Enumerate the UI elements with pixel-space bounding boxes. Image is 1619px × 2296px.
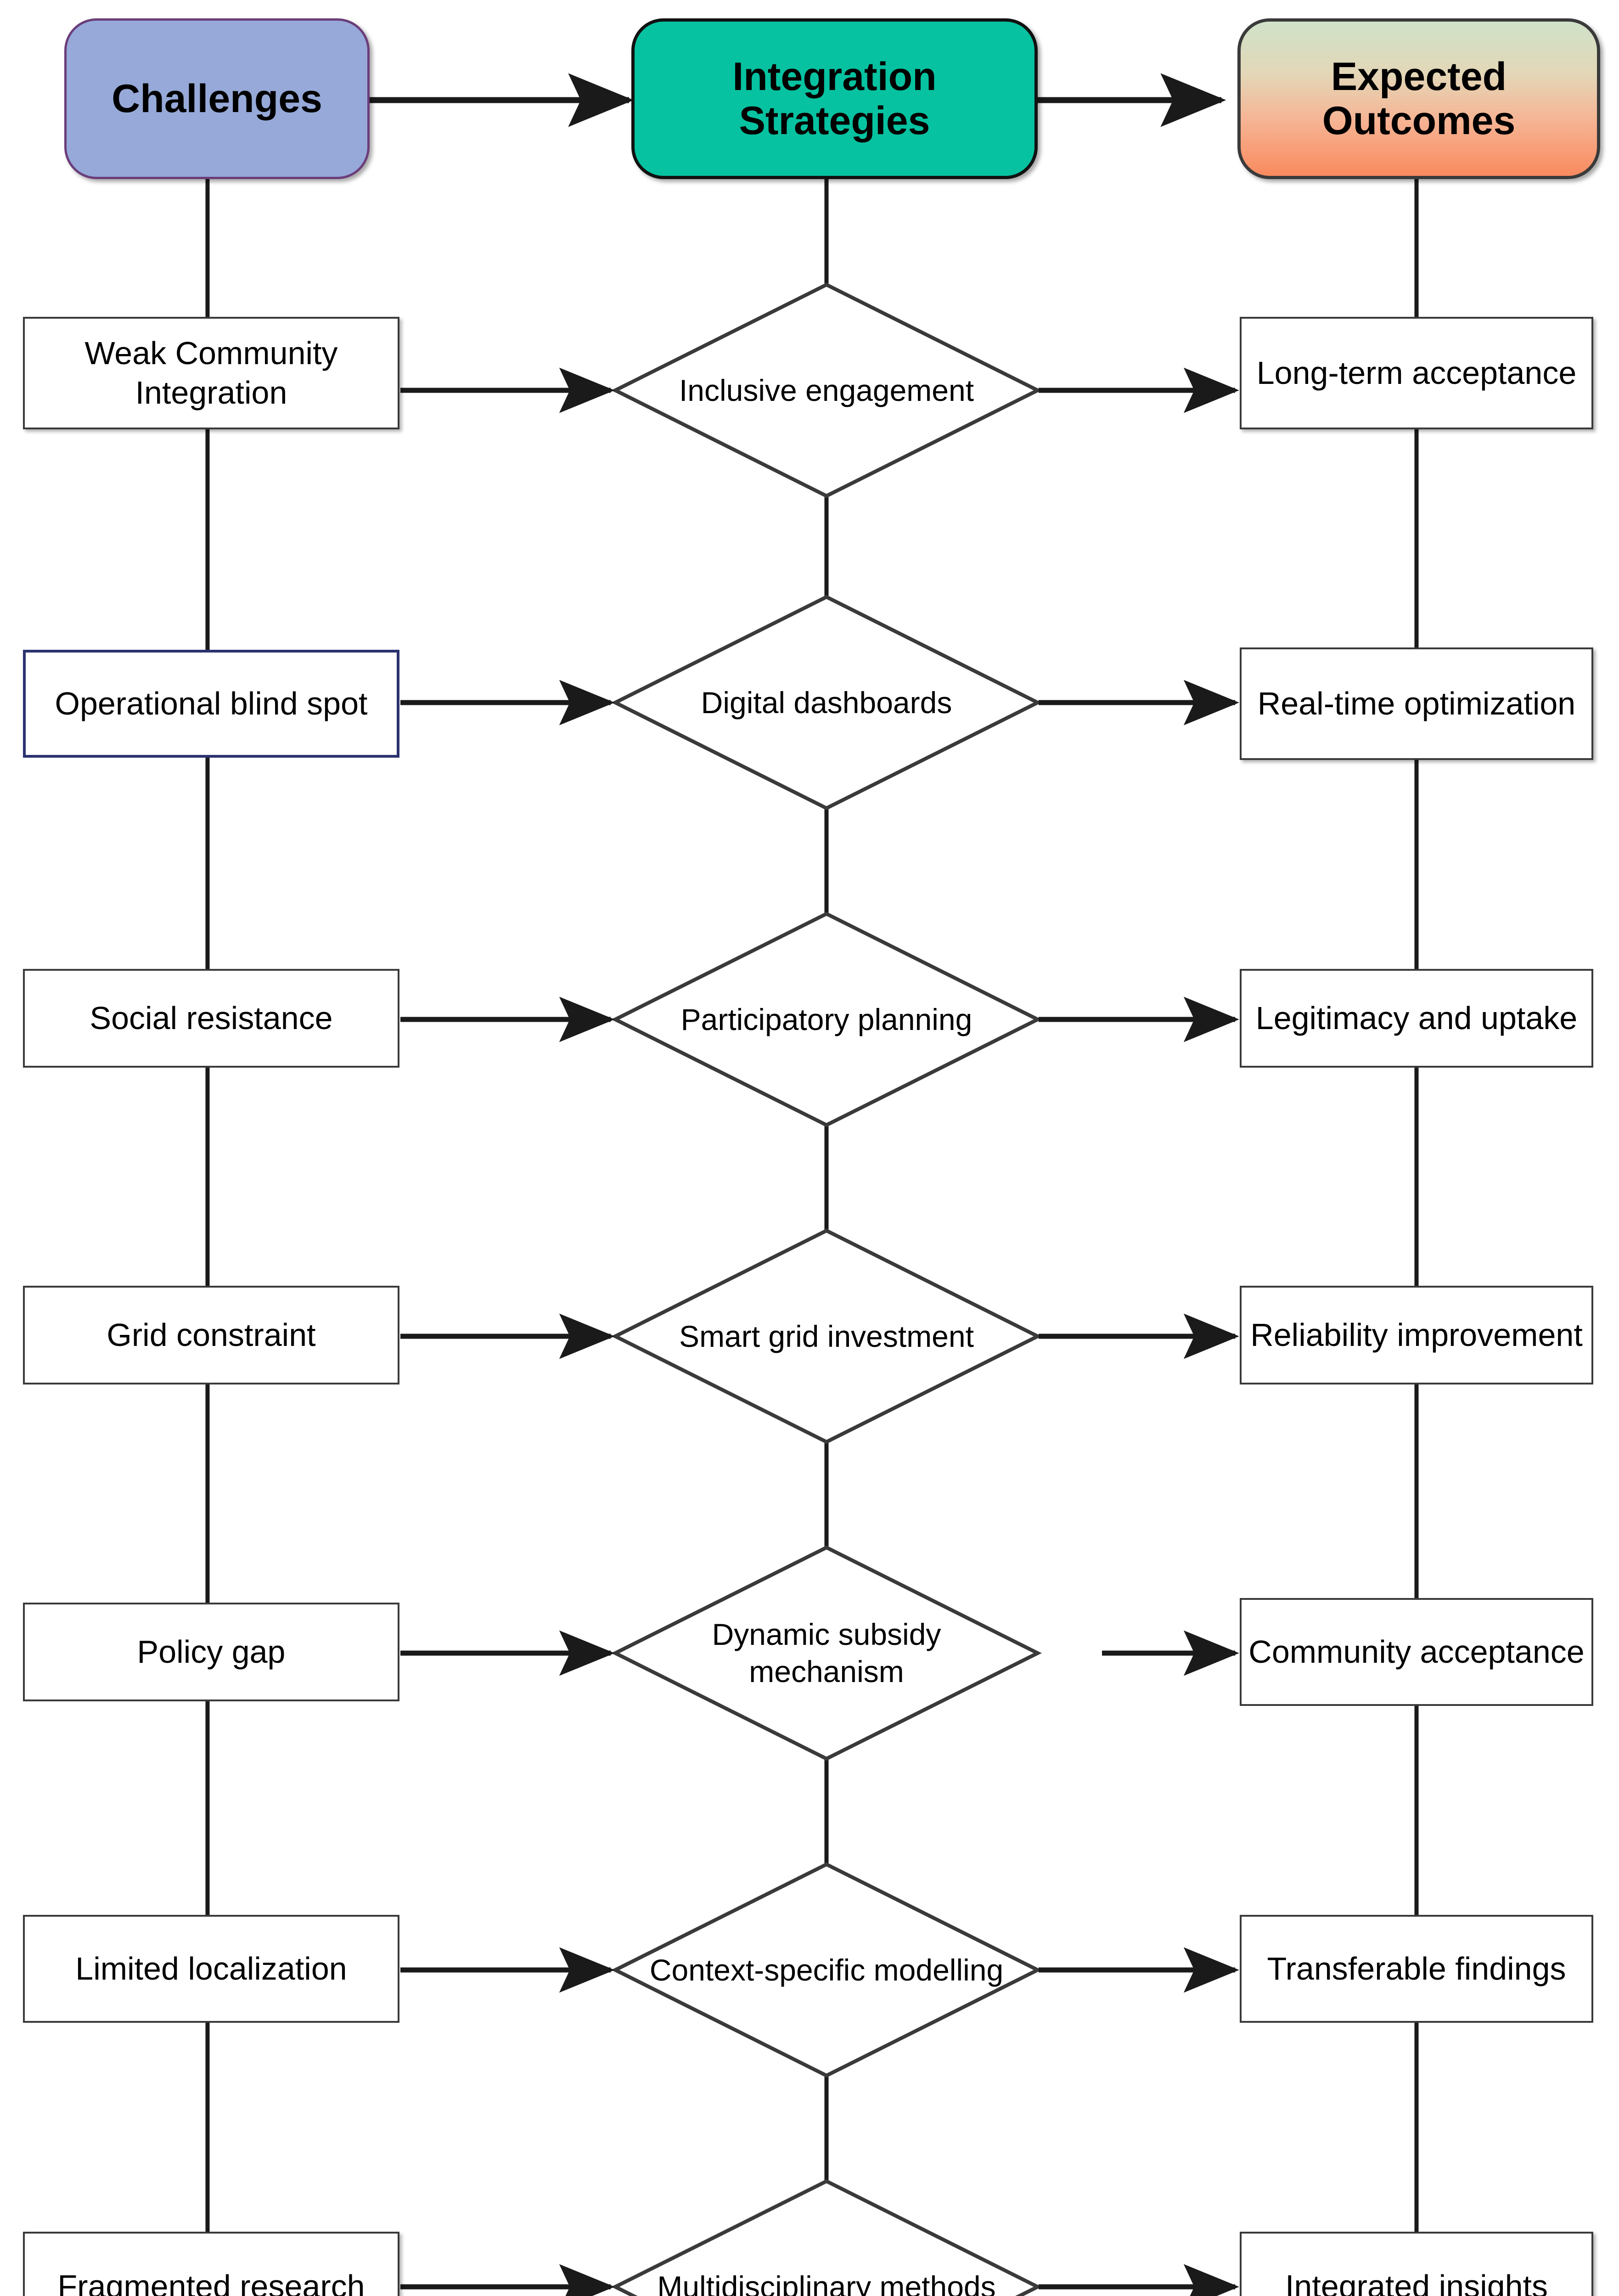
challenge-label: Grid constraint [107, 1317, 316, 1353]
challenge-box-policy-gap[interactable]: Policy gap [23, 1603, 399, 1701]
diamond-smart-grid-investment [611, 1228, 1042, 1444]
outcome-box-legitimacy-and-uptake[interactable]: Legitimacy and uptake [1240, 969, 1593, 1068]
challenge-box-fragmented-research[interactable]: Fragmented research [23, 2232, 399, 2296]
challenge-label: Operational blind spot [55, 685, 368, 721]
outcome-label: Reliability improvement [1250, 1317, 1583, 1353]
outcome-box-community-acceptance[interactable]: Community acceptance [1240, 1598, 1593, 1706]
diamond-dynamic-subsidy-mechanism [611, 1545, 1042, 1761]
outcome-label: Legitimacy and uptake [1255, 1000, 1578, 1036]
diamond-inclusive-engagement [611, 282, 1042, 498]
challenge-label: Fragmented research [57, 2268, 365, 2296]
diamond-multidisciplinary-methods [611, 2179, 1042, 2296]
diamond-digital-dashboards [611, 595, 1042, 810]
outcome-box-integrated-insights[interactable]: Integrated insights [1240, 2232, 1593, 2296]
outcome-box-transferable-findings[interactable]: Transferable findings [1240, 1915, 1593, 2023]
outcome-box-long-term-acceptance[interactable]: Long-term acceptance [1240, 317, 1593, 429]
challenge-label: Limited localization [75, 1950, 347, 1986]
challenge-label: Weak Community Integration [84, 335, 338, 411]
outcome-label: Real-time optimization [1257, 685, 1576, 721]
outcome-label: Community acceptance [1248, 1633, 1585, 1670]
diamond-context-specific-modelling [611, 1862, 1042, 2078]
outcome-label: Integrated insights [1285, 2268, 1548, 2296]
challenge-label: Social resistance [90, 1000, 333, 1036]
outcome-box-real-time-optimization[interactable]: Real-time optimization [1240, 647, 1593, 760]
challenge-box-operational-blind-spot[interactable]: Operational blind spot [23, 650, 399, 758]
challenge-box-grid-constraint[interactable]: Grid constraint [23, 1286, 399, 1384]
outcome-label: Long-term acceptance [1256, 355, 1577, 391]
challenge-box-social-resistance[interactable]: Social resistance [23, 969, 399, 1068]
header-challenges-label: Challenges [112, 76, 322, 121]
challenge-label: Policy gap [137, 1633, 286, 1670]
header-challenges[interactable]: Challenges [64, 18, 370, 179]
challenge-box-weak-community-integration[interactable]: Weak Community Integration [23, 317, 399, 429]
challenge-box-limited-localization[interactable]: Limited localization [23, 1915, 399, 2023]
outcome-label: Transferable findings [1267, 1950, 1566, 1986]
outcome-box-reliability-improvement[interactable]: Reliability improvement [1240, 1286, 1593, 1384]
diamond-participatory-planning [611, 912, 1042, 1127]
